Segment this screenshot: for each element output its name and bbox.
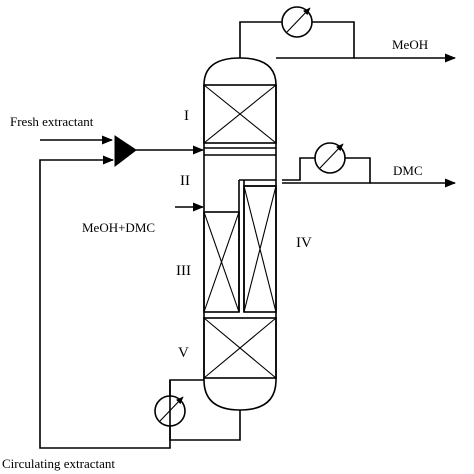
overhead-condenser-loop bbox=[239, 21, 355, 59]
tray-plates bbox=[204, 147, 276, 156]
section-label-5: V bbox=[178, 345, 189, 361]
packing-section-5 bbox=[203, 317, 277, 379]
reboiler-icon bbox=[154, 395, 186, 427]
packing-section-3 bbox=[203, 211, 240, 313]
column-shell bbox=[203, 57, 277, 411]
circulating-extractant-line bbox=[39, 155, 171, 449]
fresh-extractant-label: Fresh extractant bbox=[10, 114, 94, 129]
section-label-3: III bbox=[176, 263, 191, 279]
section-label-4: IV bbox=[296, 235, 312, 251]
meoh-dmc-feed-label: MeOH+DMC bbox=[82, 220, 155, 235]
packing-section-1 bbox=[203, 84, 277, 144]
packing-section-4 bbox=[243, 185, 277, 313]
circulating-extractant-label: Circulating extractant bbox=[2, 456, 115, 471]
side-condenser-icon bbox=[314, 142, 346, 174]
mixer-triangle-icon bbox=[114, 135, 137, 168]
condenser-icon bbox=[281, 6, 313, 38]
dmc-product-label: DMC bbox=[393, 163, 423, 178]
meoh-product-label: MeOH bbox=[392, 37, 428, 52]
section-label-1: I bbox=[184, 108, 189, 124]
section-label-2: II bbox=[180, 173, 190, 189]
side-condenser-loop bbox=[282, 157, 371, 184]
reboiler-loop bbox=[169, 379, 241, 441]
